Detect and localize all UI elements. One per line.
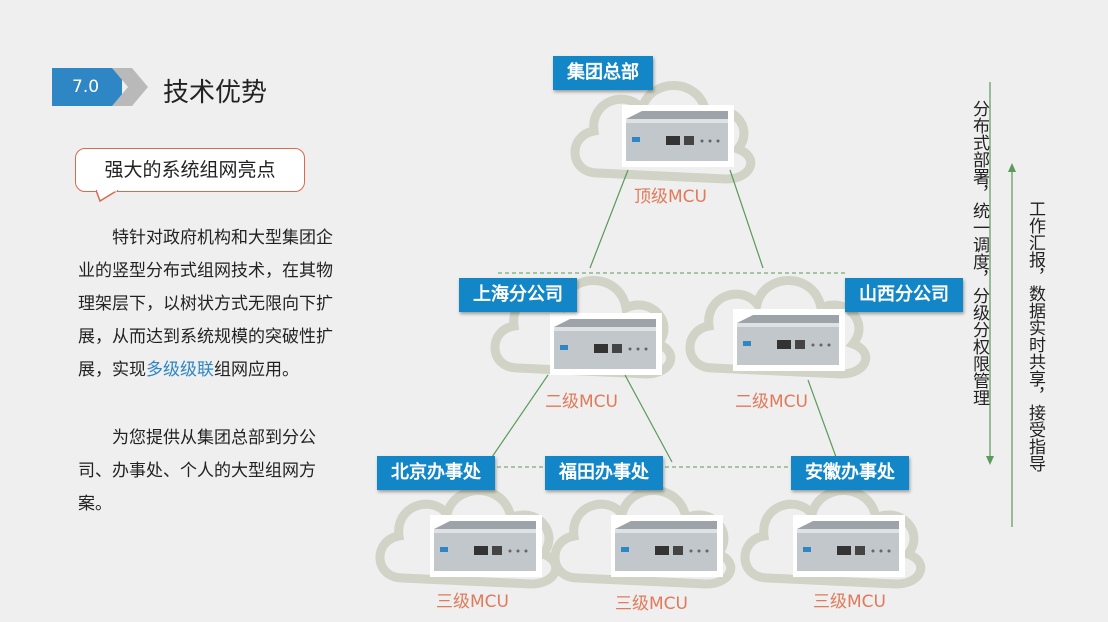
mcu-label-shanxi: 二级MCU [735, 392, 808, 412]
downward-management-text: 分布式部署，统一调度，分级分权限管理 [969, 100, 989, 406]
mcu-device-icon [622, 105, 734, 167]
mcu-label-beijing: 三级MCU [436, 592, 509, 612]
highlight-badge: 强大的系统组网亮点 [75, 148, 305, 192]
node-label-beijing: 北京办事处 [377, 456, 495, 490]
body-paragraph-2: 为您提供从集团总部到分公司、办事处、个人的大型组网方案。 [78, 428, 316, 514]
mcu-label-shanghai: 二级MCU [545, 392, 618, 412]
mcu-device-icon [793, 515, 905, 577]
mcu-device-icon [611, 515, 723, 577]
mcu-label-futian: 三级MCU [615, 594, 688, 614]
section-number: 7.0 [52, 68, 122, 106]
node-label-shanghai: 上海分公司 [459, 278, 577, 312]
node-label-hq: 集团总部 [553, 56, 653, 90]
node-label-futian: 福田办事处 [545, 456, 663, 490]
mcu-device-icon [430, 515, 542, 577]
cascade-highlight: 多级级联 [146, 360, 214, 380]
callout-pointer-icon [96, 190, 118, 202]
mcu-label-hq: 顶级MCU [634, 187, 707, 207]
mcu-device-icon [550, 313, 662, 375]
node-label-anhui: 安徽办事处 [791, 456, 909, 490]
body-paragraph-1: 特针对政府机构和大型集团企业的竖型分布式组网技术，在其物理架层下，以树状方式无限… [78, 228, 333, 380]
chevron-right-icon [112, 68, 148, 106]
mcu-device-icon [733, 309, 845, 371]
mcu-label-anhui: 三级MCU [813, 592, 886, 612]
page-title: 技术优势 [163, 78, 268, 108]
upward-reporting-text: 工作汇报，数据实时共享，接受指导 [1025, 200, 1045, 472]
node-label-shanxi: 山西分公司 [845, 278, 963, 312]
